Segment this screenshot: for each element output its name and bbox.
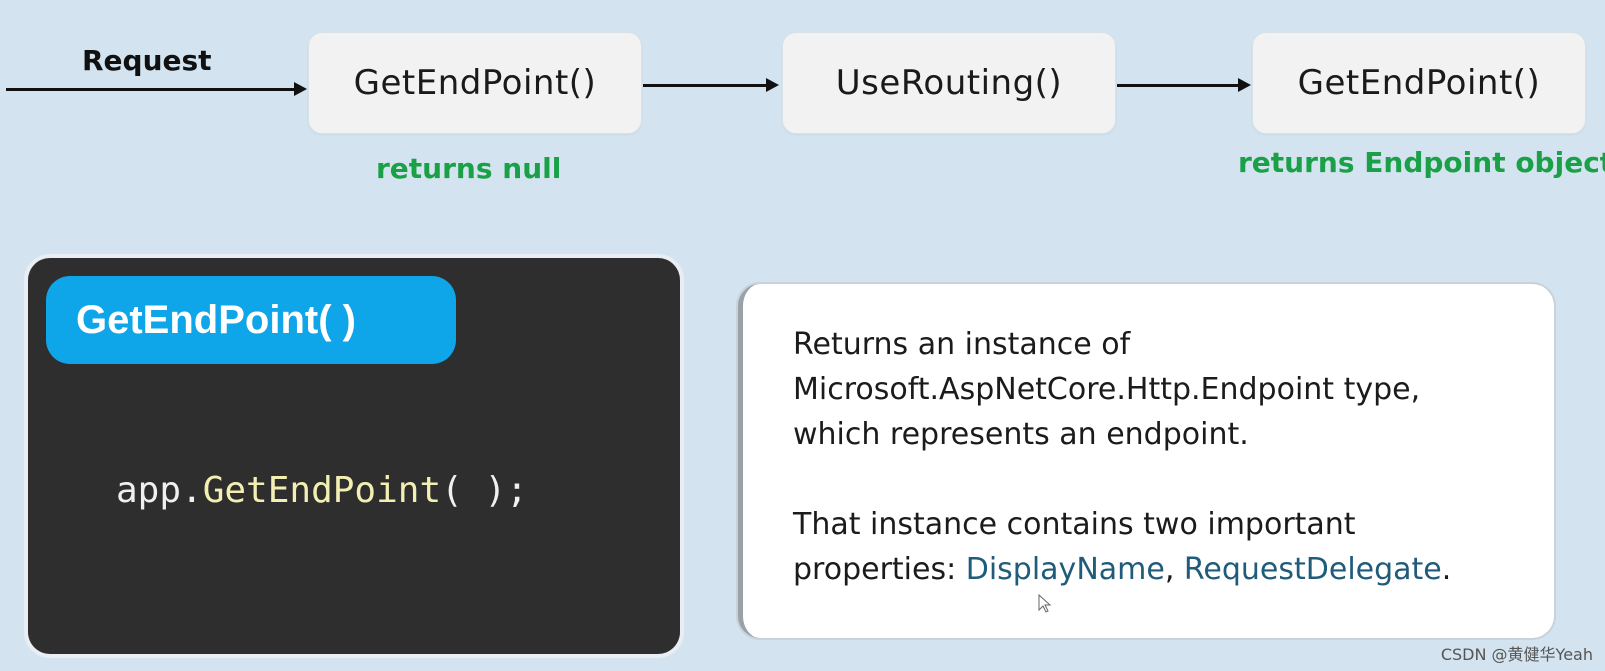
flow-box-get-endpoint-before: GetEndPoint() xyxy=(308,32,642,134)
info-separator: , xyxy=(1164,552,1184,587)
code-panel-badge: GetEndPoint( ) xyxy=(46,276,456,364)
mouse-cursor-icon xyxy=(1038,594,1052,613)
info-text: Returns an instance of Microsoft.AspNetC… xyxy=(793,322,1533,592)
flow-box-get-endpoint-after: GetEndPoint() xyxy=(1252,32,1586,134)
request-arrow-line xyxy=(6,88,296,91)
info-line-5-prefix: properties: xyxy=(793,552,966,587)
arrow-line-2 xyxy=(1117,84,1239,87)
arrow-line-1 xyxy=(643,84,767,87)
property-request-delegate: RequestDelegate xyxy=(1183,552,1442,587)
code-line: app.GetEndPoint( ); xyxy=(116,470,528,511)
note-returns-null: returns null xyxy=(376,152,562,185)
info-panel: Returns an instance of Microsoft.AspNetC… xyxy=(738,284,1554,638)
code-panel: GetEndPoint( ) app.GetEndPoint( ); xyxy=(28,258,680,654)
property-display-name: DisplayName xyxy=(965,552,1165,587)
info-line-3: which represents an endpoint. xyxy=(793,417,1249,452)
info-line-5-suffix: . xyxy=(1441,552,1452,587)
code-suffix: ( ); xyxy=(441,470,528,511)
arrow-head-1 xyxy=(766,78,779,92)
info-line-1: Returns an instance of xyxy=(793,327,1131,362)
info-line-4: That instance contains two important xyxy=(793,507,1356,542)
request-label: Request xyxy=(82,44,212,77)
info-line-5: properties: DisplayName, RequestDelegate… xyxy=(793,547,1533,592)
watermark: CSDN @黄健华Yeah xyxy=(1440,645,1593,664)
flow-box-use-routing: UseRouting() xyxy=(782,32,1116,134)
note-returns-endpoint-object: returns Endpoint object xyxy=(1238,146,1605,179)
arrow-head-2 xyxy=(1238,78,1251,92)
code-prefix: app. xyxy=(116,470,203,511)
request-arrow-head xyxy=(294,82,307,96)
code-method: GetEndPoint xyxy=(202,470,442,511)
info-gap xyxy=(793,457,1533,502)
info-line-2: Microsoft.AspNetCore.Http.Endpoint type, xyxy=(793,372,1421,407)
